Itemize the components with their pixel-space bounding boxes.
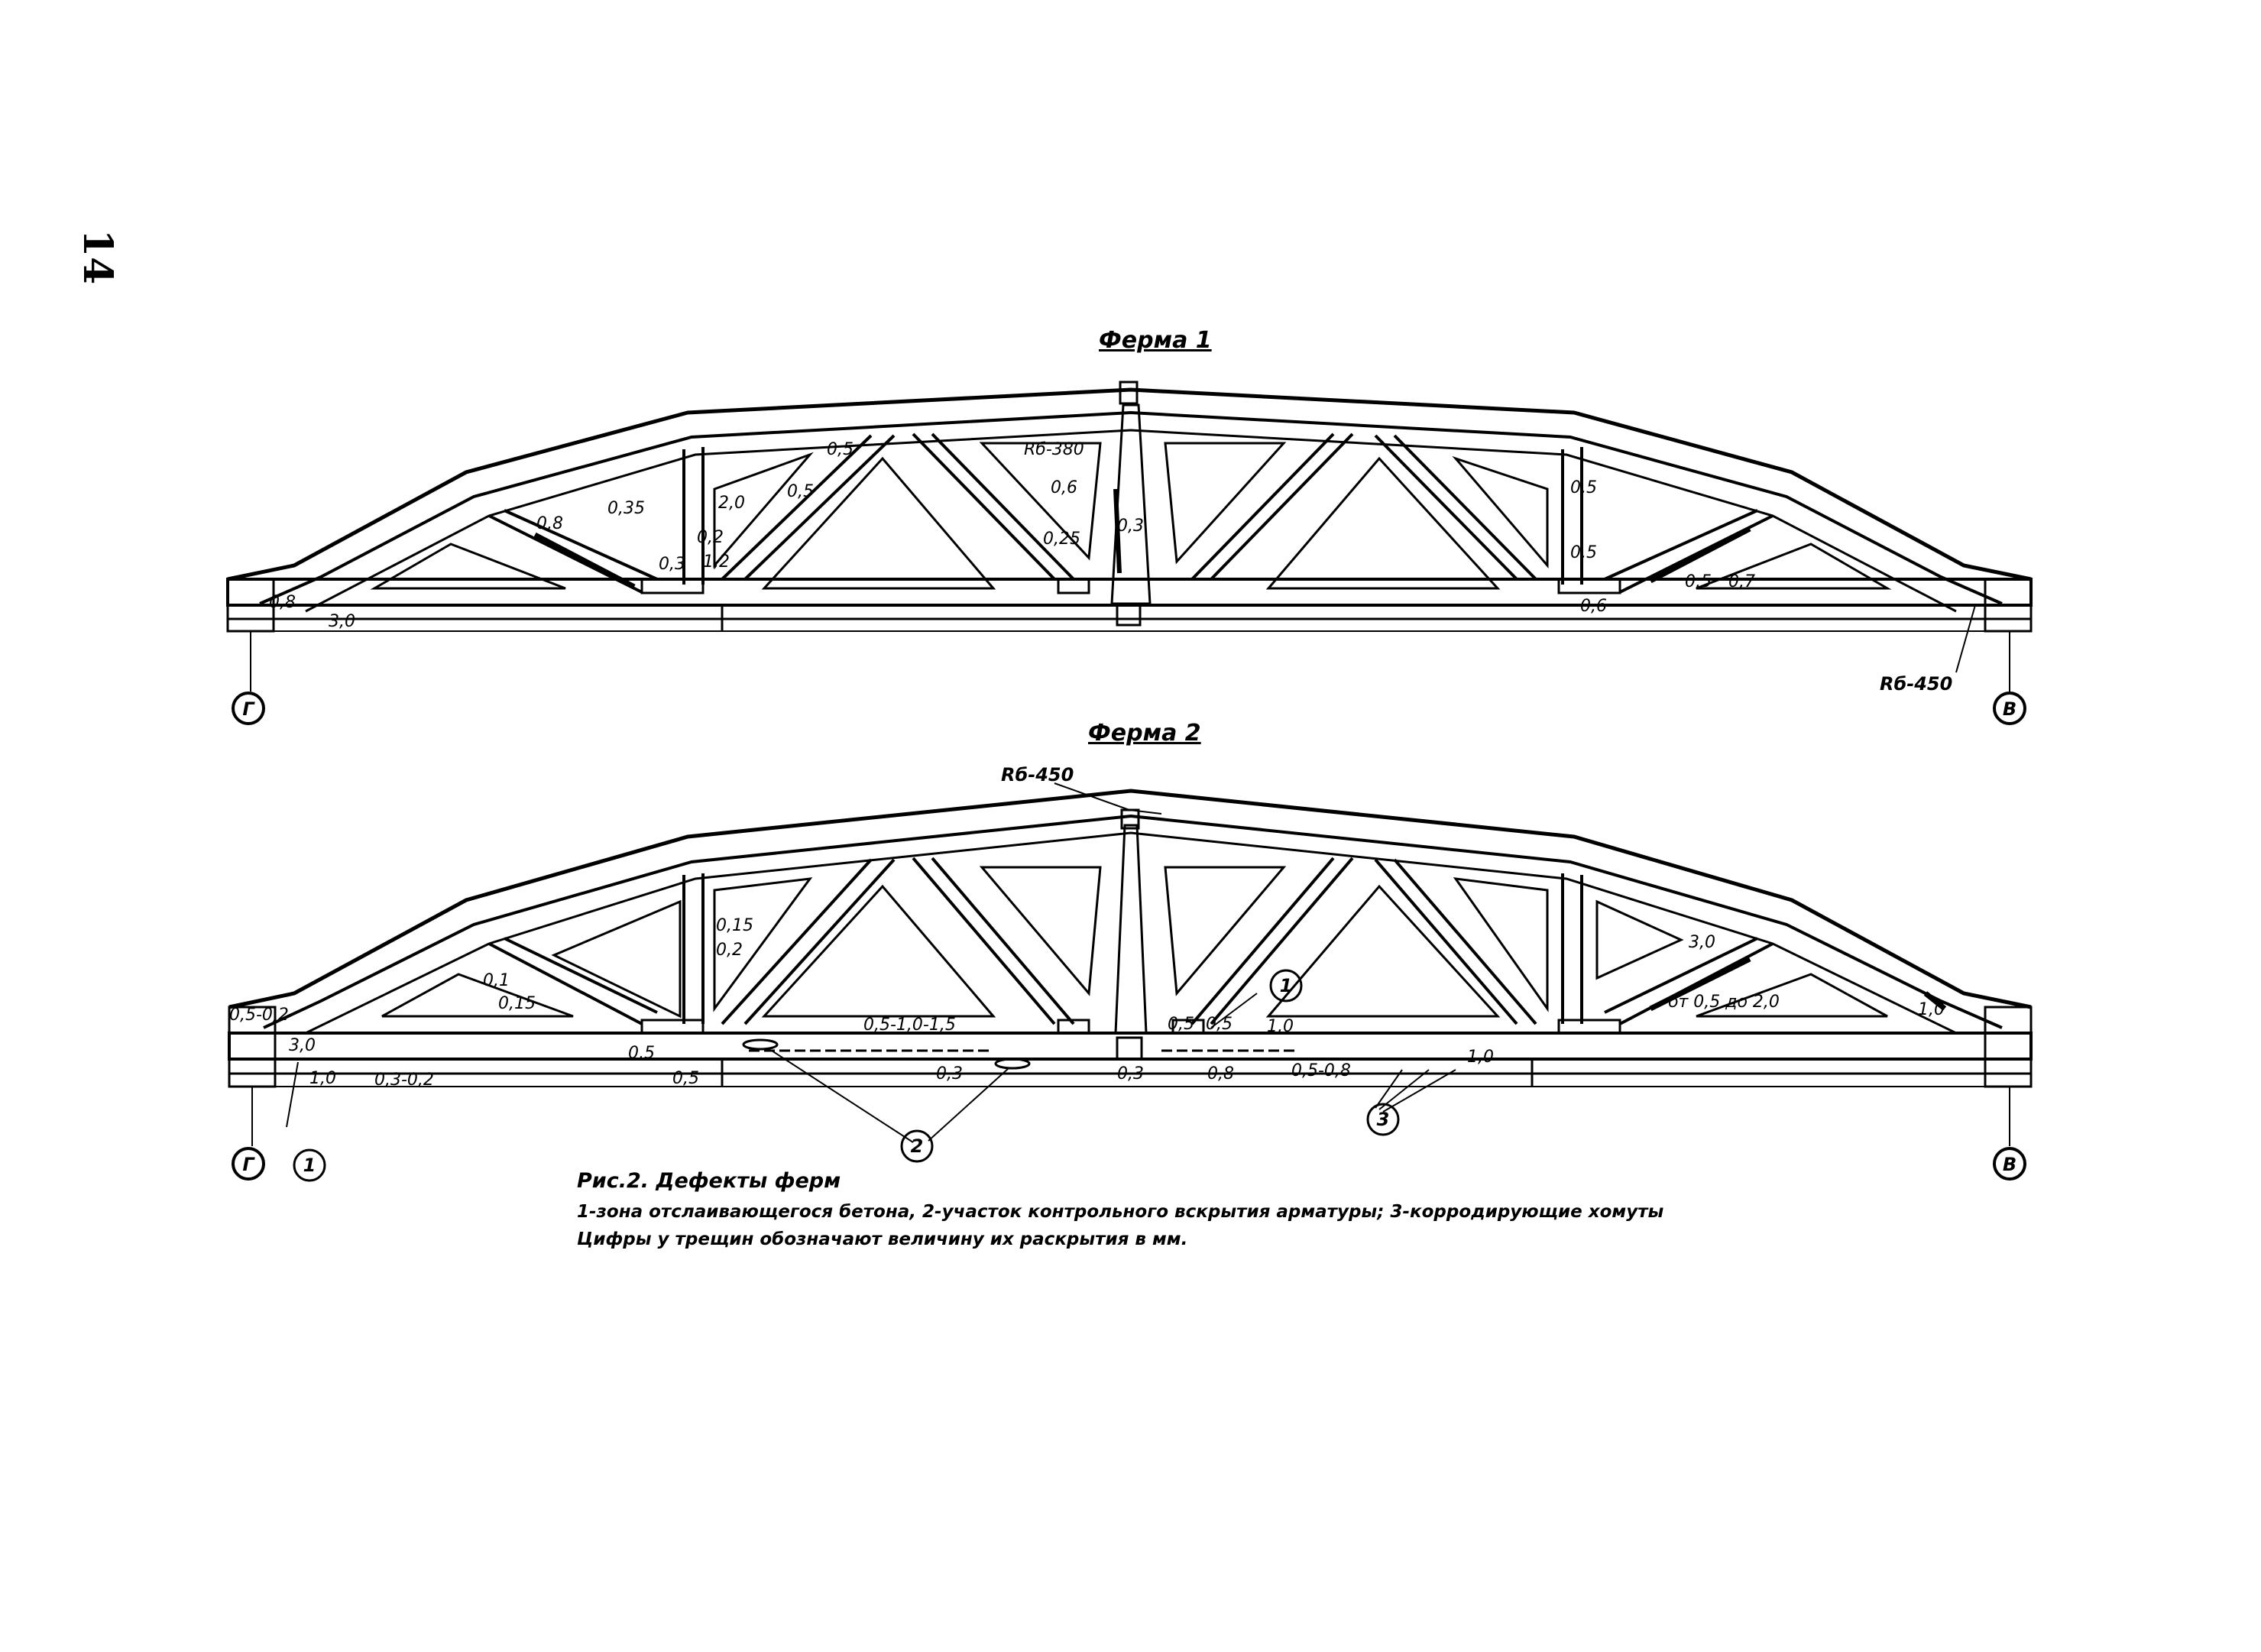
truss-1-label: 0,5 <box>827 440 854 459</box>
truss-1-label: 0,5 <box>787 482 814 501</box>
truss-1-label: 0,6 <box>1580 597 1607 616</box>
truss-2-label: 1,0 <box>1267 1017 1294 1036</box>
truss-2-axis-left-label: Г <box>242 1154 255 1175</box>
truss-2-label: 3,0 <box>1689 933 1715 952</box>
truss-1-title: Ферма 1 <box>1099 327 1212 354</box>
callout-number: 1 <box>1280 975 1293 996</box>
truss-2-label: 0,1 <box>483 971 510 990</box>
truss-1-label: 0,35 <box>607 499 645 518</box>
truss-2-callouts <box>293 969 1400 1182</box>
truss-1-axis-right-label: В <box>2003 698 2016 720</box>
truss-2-label: 3,0 <box>289 1036 316 1055</box>
truss-1-label: 0,5 <box>1685 572 1712 591</box>
truss-1-label: 2,0 <box>718 494 745 513</box>
truss-2-label: 0,5 <box>672 1069 699 1088</box>
truss-2-label: 0,15 <box>716 916 753 935</box>
truss-2-label: 0,2 <box>716 941 743 960</box>
truss-1-label: 1,2 <box>703 552 730 572</box>
truss-1-label: 0,8 <box>269 593 296 612</box>
truss-2-axis-markers <box>232 1147 2026 1181</box>
truss-2 <box>228 782 2033 1146</box>
truss-2-axis-right-label: В <box>2003 1154 2016 1175</box>
callout-number: 1 <box>303 1155 316 1176</box>
truss-1-label: 0,5 <box>1570 478 1597 497</box>
truss-2-label: 0,8 <box>1207 1064 1234 1084</box>
truss-1 <box>226 381 2033 692</box>
truss-1-label: Rб-380 <box>1024 440 1084 459</box>
caption-legend: 1-зона отслаивающегося бетона, 2-участок… <box>577 1202 1664 1222</box>
truss-1-top-chord <box>227 387 2032 581</box>
truss-1-label: 0,7 <box>1728 572 1755 591</box>
callout-number: 2 <box>911 1135 924 1157</box>
truss-2-crack-labels: 0,5-0,2 3,0 1,0 0,3-0,2 0,5 0,5 0,1 0,15… <box>229 916 1945 1090</box>
truss-2-label: 0,3-0,2 <box>374 1071 434 1090</box>
truss-1-label: 0,3 <box>659 555 685 574</box>
truss-2-label: 1,0 <box>1467 1048 1494 1067</box>
truss-1-label: 0,8 <box>536 514 563 533</box>
truss-1-label: 0,6 <box>1051 478 1077 497</box>
truss-1-label: 0,2 <box>697 528 724 547</box>
truss-2-top-chord <box>228 789 2032 1009</box>
truss-1-label: 0,25 <box>1043 530 1080 549</box>
truss-1-axis-left-label: Г <box>242 698 255 720</box>
truss-1-label: 0,3 <box>1117 517 1144 536</box>
truss-2-label: 0,5 <box>1206 1015 1233 1034</box>
truss-2-label: от 0,5 до 2,0 <box>1668 993 1780 1012</box>
truss-2-title: Ферма 2 <box>1088 720 1201 747</box>
callout-number: 3 <box>1377 1109 1390 1130</box>
truss-1-crack-labels: 0,8 3,0 0,8 0,35 2,0 0,2 0,3 1,2 0,5 0,5… <box>269 440 1952 695</box>
truss-2-label: 1,0 <box>1918 1000 1945 1019</box>
truss-2-label: 1,0 <box>309 1069 336 1088</box>
truss-1-label: 3,0 <box>329 612 355 631</box>
truss-2-label: 0,3 <box>1117 1064 1144 1084</box>
truss-2-note-top: Rб-450 <box>1001 764 1074 786</box>
caption-note: Цифры у трещин обозначают величину их ра… <box>577 1229 1188 1249</box>
truss-2-label: 0,5-0,2 <box>229 1006 289 1025</box>
figure-caption: Рис.2. Дефекты ферм 1-зона отслаивающего… <box>577 1169 1663 1257</box>
truss-2-label: 0,3 <box>936 1064 963 1084</box>
truss-1-bottom-chord <box>226 578 2033 607</box>
truss-2-label: 0,5-1,0-1,5 <box>863 1015 956 1035</box>
truss-2-label: 0,5-0,8 <box>1291 1061 1351 1080</box>
truss-2-label: 0,15 <box>498 994 536 1013</box>
truss-1-axis-markers <box>232 692 2026 725</box>
truss-1-label: 0,5 <box>1570 543 1597 562</box>
truss-2-label: 0,5 <box>1168 1015 1194 1034</box>
truss-1-label: Rб-450 <box>1880 673 1952 695</box>
truss-2-label: 0,5 <box>628 1044 655 1063</box>
caption-title: Рис.2. Дефекты ферм <box>577 1169 841 1193</box>
